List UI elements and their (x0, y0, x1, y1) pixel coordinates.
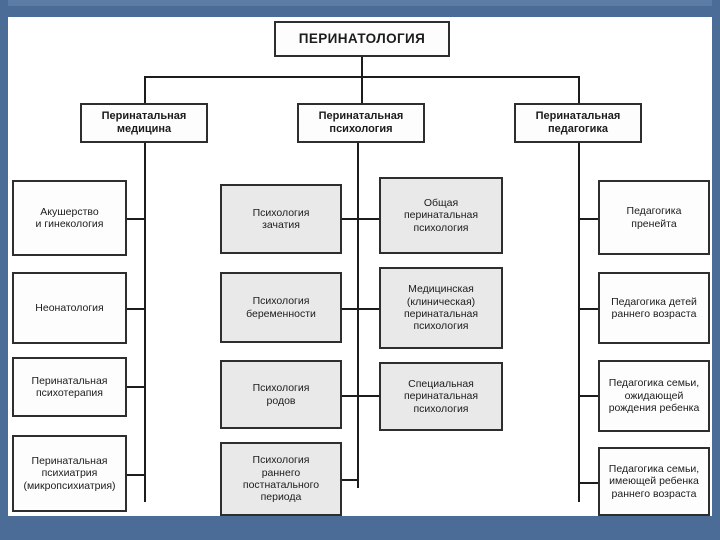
connector-psychology-right-stub-1 (357, 218, 381, 220)
node-leaf-medicine-2: Неонатология (12, 272, 127, 344)
connector-medicine-stub-4 (126, 474, 146, 476)
connector-psychology-left-stub-2 (342, 308, 359, 310)
node-leaf-psychology-right-2-label: Медицинская (клиническая) перинатальная … (403, 283, 479, 333)
node-leaf-pedagogy-4: Педагогика семьи, имеющей ребенка раннег… (598, 447, 710, 516)
decorative-right-bar (712, 0, 720, 540)
node-leaf-psychology-left-3-label: Психология родов (252, 382, 310, 407)
node-leaf-pedagogy-3: Педагогика семьи, ожидающей рождения реб… (598, 360, 710, 432)
connector-drop-medicine (144, 76, 146, 105)
node-leaf-pedagogy-2: Педагогика детей раннего возраста (598, 272, 710, 344)
node-leaf-medicine-4-label: Перинатальная психиатрия (микропсихиатри… (23, 454, 116, 492)
node-branch-medicine-label: Перинатальная медицина (101, 110, 187, 135)
node-leaf-psychology-left-3: Психология родов (220, 360, 342, 429)
node-leaf-medicine-1: Акушерство и гинекология (12, 180, 127, 256)
connector-medicine-trunk (144, 143, 146, 502)
node-branch-psychology: Перинатальная психология (297, 103, 425, 143)
node-leaf-psychology-left-4: Психология раннего постнатального период… (220, 442, 342, 516)
connector-psychology-left-stub-1 (342, 218, 359, 220)
node-leaf-psychology-left-2: Психология беременности (220, 272, 342, 343)
node-leaf-pedagogy-3-label: Педагогика семьи, ожидающей рождения реб… (608, 377, 700, 415)
node-leaf-psychology-right-1-label: Общая перинатальная психология (403, 196, 479, 234)
connector-drop-pedagogy (578, 76, 580, 105)
node-leaf-medicine-2-label: Неонатология (35, 301, 104, 314)
node-root-label: ПЕРИНАТОЛОГИЯ (298, 31, 426, 47)
connector-drop-psychology (361, 76, 363, 105)
node-leaf-medicine-3: Перинатальная психотерапия (12, 357, 127, 417)
connector-root-stem (361, 57, 363, 77)
node-leaf-psychology-left-4-label: Психология раннего постнатального период… (242, 454, 320, 504)
node-leaf-medicine-4: Перинатальная психиатрия (микропсихиатри… (12, 435, 127, 512)
connector-medicine-stub-2 (126, 308, 146, 310)
node-root: ПЕРИНАТОЛОГИЯ (274, 21, 450, 57)
node-leaf-psychology-right-1: Общая перинатальная психология (379, 177, 503, 254)
node-leaf-psychology-left-1: Психология зачатия (220, 184, 342, 254)
connector-pedagogy-trunk (578, 143, 580, 502)
node-leaf-pedagogy-2-label: Педагогика детей раннего возраста (611, 295, 697, 320)
decorative-top-bar-sheen (0, 0, 720, 6)
node-leaf-medicine-3-label: Перинатальная психотерапия (31, 374, 108, 399)
node-leaf-pedagogy-4-label: Педагогика семьи, имеющей ребенка раннег… (608, 462, 700, 500)
node-leaf-psychology-left-2-label: Психология беременности (246, 295, 316, 320)
connector-psychology-left-stub-4 (342, 479, 359, 481)
connector-medicine-stub-1 (126, 218, 146, 220)
node-branch-pedagogy: Перинатальная педагогика (514, 103, 642, 143)
connector-psychology-trunk (357, 143, 359, 488)
node-branch-psychology-label: Перинатальная психология (318, 110, 404, 135)
connector-pedagogy-stub-3 (578, 395, 600, 397)
decorative-bottom-bar (0, 516, 720, 540)
node-leaf-pedagogy-1: Педагогика пренейта (598, 180, 710, 255)
connector-psychology-left-stub-3 (342, 395, 359, 397)
decorative-left-bar (0, 0, 8, 540)
node-branch-medicine: Перинатальная медицина (80, 103, 208, 143)
connector-psychology-right-stub-2 (357, 308, 381, 310)
decorative-top-bar (0, 0, 720, 17)
diagram-canvas: ПЕРИНАТОЛОГИЯ Перинатальная медицина Пер… (8, 17, 712, 516)
node-leaf-psychology-right-2: Медицинская (клиническая) перинатальная … (379, 267, 503, 349)
connector-psychology-right-stub-3 (357, 395, 381, 397)
connector-pedagogy-stub-4 (578, 482, 600, 484)
connector-pedagogy-stub-1 (578, 218, 600, 220)
node-leaf-medicine-1-label: Акушерство и гинекология (35, 205, 104, 230)
connector-medicine-stub-3 (126, 386, 146, 388)
node-leaf-psychology-right-3: Специальная перинатальная психология (379, 362, 503, 431)
node-branch-pedagogy-label: Перинатальная педагогика (535, 110, 621, 135)
connector-pedagogy-stub-2 (578, 308, 600, 310)
node-leaf-pedagogy-1-label: Педагогика пренейта (626, 205, 682, 230)
node-leaf-psychology-left-1-label: Психология зачатия (252, 206, 310, 231)
node-leaf-psychology-right-3-label: Специальная перинатальная психология (403, 377, 479, 415)
